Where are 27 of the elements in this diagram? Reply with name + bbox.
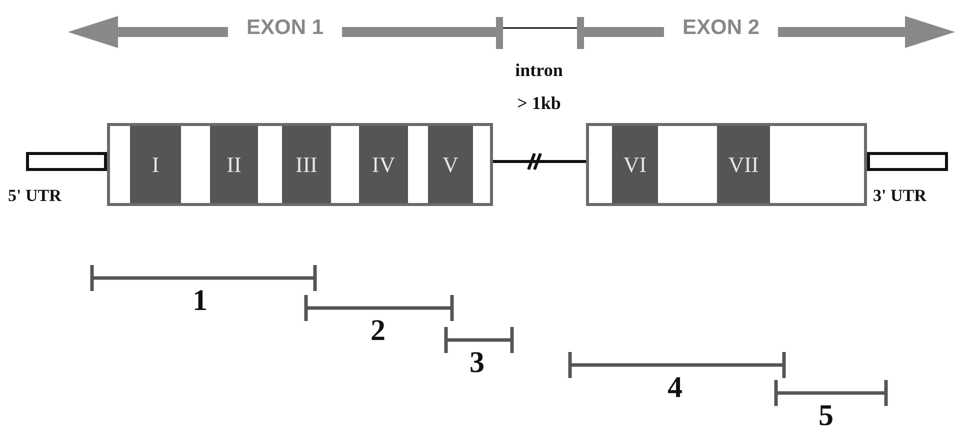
domain-label: III xyxy=(296,152,318,178)
domain-label: V xyxy=(442,152,458,178)
exon-box xyxy=(107,123,493,206)
domain-band xyxy=(612,126,658,203)
utr-label: 3' UTR xyxy=(873,186,926,206)
intron-size-label: intron > 1kb xyxy=(514,59,564,115)
fragment-number: 5 xyxy=(818,399,834,433)
fragment-number: 3 xyxy=(468,346,486,380)
domain-band xyxy=(717,126,770,203)
domain-label: VI xyxy=(623,152,647,178)
domain-label: II xyxy=(226,152,242,178)
fragment-number: 2 xyxy=(370,314,386,348)
domain-label: VII xyxy=(728,152,759,178)
domain-band xyxy=(282,126,331,203)
intron-line xyxy=(492,152,588,171)
exon-label: EXON 1 xyxy=(228,16,342,40)
domain-band xyxy=(130,126,181,203)
utr-label: 5' UTR xyxy=(8,186,62,206)
domain-band xyxy=(210,126,258,203)
domain-band xyxy=(428,126,473,203)
fragment-number: 1 xyxy=(192,284,208,318)
domain-label: IV xyxy=(372,152,396,178)
exon-box xyxy=(586,123,867,206)
domain-label: I xyxy=(152,152,160,178)
fragment-number: 4 xyxy=(666,371,684,405)
exon-label: EXON 2 xyxy=(664,16,778,40)
domain-band xyxy=(359,126,408,203)
